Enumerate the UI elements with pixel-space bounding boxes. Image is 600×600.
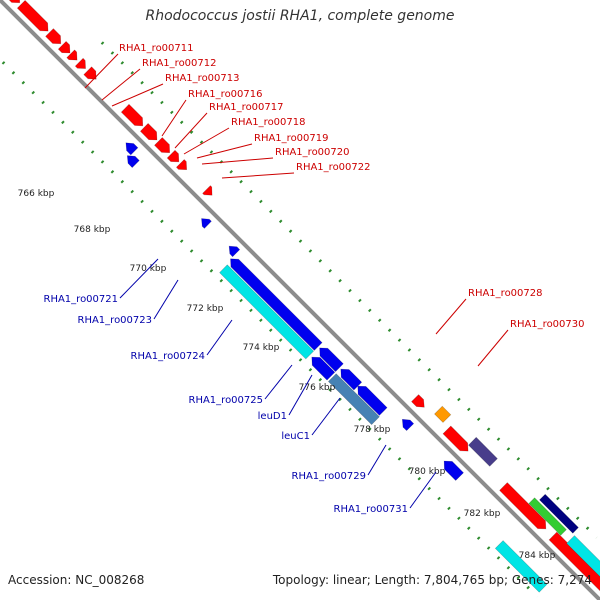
gene-arrow-forward: [154, 137, 171, 154]
gene-label: RHA1_ro00722: [296, 162, 371, 173]
gene-block-orange: [434, 405, 452, 423]
map-title: Rhodococcus jostii RHA1, complete genome: [145, 8, 455, 24]
scale-label: 784 kbp: [519, 551, 556, 561]
gene-arrow-forward: [16, 0, 49, 32]
gene-label: leuD1: [258, 411, 287, 422]
label-leader-line: [174, 112, 208, 149]
gene-arrow-reverse: [311, 356, 336, 381]
scale-label: 774 kbp: [243, 343, 280, 353]
label-leader-line: [264, 364, 293, 400]
gene-arrow-forward: [175, 159, 188, 171]
gene-block-slate: [468, 436, 498, 467]
gene-label: RHA1_ro00712: [142, 58, 217, 69]
gene-arrow-reverse: [319, 347, 344, 373]
gene-label: RHA1_ro00713: [165, 73, 240, 84]
gene-label: RHA1_ro00723: [78, 315, 153, 326]
scale-label: 780 kbp: [409, 467, 446, 477]
gene-label: RHA1_ro00721: [44, 294, 119, 305]
scale-label: 768 kbp: [74, 225, 111, 235]
gene-arrow-reverse: [126, 155, 140, 169]
label-leader-line: [435, 298, 467, 335]
gene-arrow-forward: [166, 149, 180, 163]
scale-label: 772 kbp: [187, 304, 224, 314]
scale-label: 766 kbp: [18, 189, 55, 199]
gene-block-steel: [327, 373, 380, 426]
gene-label: RHA1_ro00716: [188, 89, 263, 100]
tick-dot-tracks: [1, 41, 598, 598]
gene-arrow-forward: [74, 57, 86, 69]
label-leader-line: [101, 68, 141, 101]
gene-arrow-reverse: [125, 142, 139, 156]
gene-label: RHA1_ro00729: [292, 471, 367, 482]
gene-arrow-forward: [442, 425, 469, 452]
gene-block-cyan: [494, 540, 548, 593]
gene-block-cyan: [219, 264, 315, 360]
label-leader-line: [161, 99, 187, 137]
gene-label: leuC1: [281, 431, 310, 442]
scale-label: 776 kbp: [299, 383, 336, 393]
gene-label: RHA1_ro00730: [510, 319, 585, 330]
gene-labels: RHA1_ro00711RHA1_ro00712RHA1_ro00713RHA1…: [44, 43, 585, 515]
gene-arrow-forward: [83, 66, 97, 80]
gene-label: RHA1_ro00711: [119, 43, 194, 54]
genome-summary-text: Topology: linear; Length: 7,804,765 bp; …: [272, 573, 592, 587]
gene-arrow-forward: [139, 122, 158, 141]
gene-label: RHA1_ro00720: [275, 147, 350, 158]
label-leader-line: [153, 279, 179, 320]
upper-tick-track: [100, 41, 598, 539]
scale-label: 782 kbp: [464, 509, 501, 519]
label-leader-line: [183, 127, 230, 155]
accession-text: Accession: NC_008268: [8, 573, 145, 587]
label-leader-line: [311, 397, 341, 436]
gene-label: RHA1_ro00719: [254, 133, 329, 144]
gene-arrow-forward: [548, 531, 600, 592]
label-leader-line: [409, 471, 437, 509]
scale-label: 778 kbp: [354, 425, 391, 435]
lower-tick-track: [1, 61, 539, 598]
gene-label: RHA1_ro00725: [189, 395, 264, 406]
gene-arrow-forward: [57, 40, 71, 54]
gene-arrow-forward: [8, 0, 21, 4]
gene-block-navy: [539, 493, 579, 534]
gene-arrow-forward: [202, 185, 213, 196]
gene-label: RHA1_ro00724: [131, 351, 206, 362]
label-leader-line: [84, 53, 119, 89]
gene-arrow-forward: [45, 28, 62, 45]
label-leader-line: [196, 143, 253, 159]
label-leader-line: [221, 172, 295, 179]
gene-arrow-forward: [411, 394, 425, 408]
gene-label: RHA1_ro00717: [209, 102, 284, 113]
gene-arrow-forward: [499, 482, 547, 530]
label-leader-line: [477, 329, 509, 367]
gene-label: RHA1_ro00731: [334, 504, 409, 515]
gene-block-cyan: [566, 535, 600, 578]
gene-arrow-forward: [66, 49, 78, 61]
gene-arrow-reverse: [201, 218, 212, 229]
gene-arrow-forward: [120, 103, 144, 127]
gene-label: RHA1_ro00728: [468, 288, 543, 299]
gene-arrow-reverse: [443, 460, 464, 481]
label-leader-line: [206, 319, 233, 356]
label-leader-line: [119, 258, 159, 299]
label-leader-line: [111, 83, 164, 107]
gene-label: RHA1_ro00718: [231, 117, 306, 128]
gene-arrow-reverse: [228, 245, 241, 258]
label-leader-line: [367, 444, 387, 476]
gene-arrow-reverse: [357, 385, 388, 416]
gene-arrow-reverse: [230, 258, 323, 351]
gene-block-green: [528, 497, 567, 536]
label-leader-line: [288, 374, 313, 416]
gene-arrow-reverse: [401, 418, 415, 432]
label-leader-line: [201, 157, 274, 165]
